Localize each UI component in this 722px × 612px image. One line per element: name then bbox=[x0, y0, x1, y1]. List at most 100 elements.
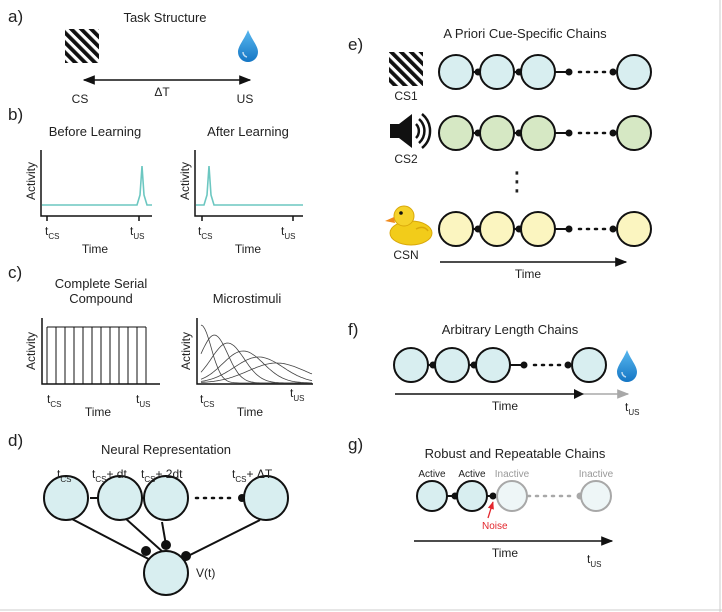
panel-label-d: d) bbox=[8, 431, 23, 450]
panel-a: a) Task Structure CS ΔT US bbox=[8, 7, 258, 106]
panel-d: d) Neural Representation tCS tCS+ dt tCS… bbox=[8, 431, 289, 596]
active-node-1 bbox=[416, 480, 448, 512]
microstimulus-curve bbox=[200, 334, 312, 384]
neuron-t-cs-delta bbox=[243, 475, 289, 521]
arbitrary-chain bbox=[393, 347, 607, 383]
chain-node bbox=[479, 211, 515, 247]
microstimulus-curve bbox=[200, 356, 313, 382]
water-drop-icon bbox=[617, 350, 637, 382]
after-ylabel: Activity bbox=[178, 162, 192, 200]
csn-chain bbox=[438, 211, 652, 247]
chain-node bbox=[438, 115, 474, 151]
striped-grating-icon bbox=[65, 29, 99, 63]
before-t-us: tUS bbox=[130, 224, 144, 241]
cs1-chain bbox=[438, 54, 652, 90]
chain-node bbox=[520, 211, 556, 247]
time-label-g: Time bbox=[492, 546, 519, 560]
after-xlabel: Time bbox=[235, 242, 262, 256]
panel-g: g) Robust and Repeatable Chains Active A… bbox=[348, 435, 614, 569]
t-us-label-g: tUS bbox=[587, 552, 601, 569]
neuron-t-cs-dt bbox=[97, 475, 143, 521]
chain-node bbox=[616, 115, 652, 151]
neuron-t-cs bbox=[43, 475, 89, 521]
panel-f: f) Arbitrary Length Chains Time tUS bbox=[348, 320, 639, 417]
chain-node bbox=[393, 347, 429, 383]
us-label: US bbox=[237, 92, 254, 106]
after-learning-title: After Learning bbox=[207, 124, 289, 139]
before-t-cs: tCS bbox=[45, 224, 59, 241]
label-t-cs: tCS bbox=[57, 467, 71, 484]
microstimuli-curves bbox=[200, 324, 313, 384]
inactive-node-1 bbox=[496, 480, 528, 512]
chain-node bbox=[616, 54, 652, 90]
label-t-cs-delta: tCS+ ΔT bbox=[232, 467, 273, 484]
csc-xlabel: Time bbox=[85, 405, 112, 419]
cs-label: CS bbox=[72, 92, 89, 106]
active-node-2 bbox=[456, 480, 488, 512]
csc-t-us: tUS bbox=[136, 392, 150, 409]
panel-label-f: f) bbox=[348, 320, 358, 339]
noise-label: Noise bbox=[482, 521, 508, 532]
chain-node bbox=[475, 347, 511, 383]
inactive-label-1: Inactive bbox=[495, 469, 530, 480]
before-ylabel: Activity bbox=[24, 162, 38, 200]
microstimulus-curve bbox=[200, 362, 313, 383]
striped-grating-icon bbox=[389, 52, 423, 86]
label-t-cs-dt: tCS+ dt bbox=[92, 467, 127, 484]
inactive-node-2 bbox=[580, 480, 612, 512]
before-learning-title: Before Learning bbox=[49, 124, 142, 139]
csc-title-line1: Complete Serial bbox=[55, 276, 148, 291]
panel-a-title: Task Structure bbox=[123, 10, 206, 25]
csn-label: CSN bbox=[393, 248, 418, 262]
cs2-label: CS2 bbox=[394, 152, 418, 166]
cue-specific-chains-title: A Priori Cue-Specific Chains bbox=[443, 26, 607, 41]
micro-axes bbox=[196, 318, 313, 385]
panel-label-c: c) bbox=[8, 263, 22, 282]
noise-arrow bbox=[487, 501, 494, 519]
panel-e: e) A Priori Cue-Specific Chains CS1 CS2 … bbox=[348, 26, 652, 281]
micro-t-us: tUS bbox=[290, 386, 304, 403]
after-t-us: tUS bbox=[281, 224, 295, 241]
chain-node bbox=[434, 347, 470, 383]
active-label-1: Active bbox=[418, 469, 446, 480]
water-drop-icon bbox=[238, 30, 258, 62]
time-label-f: Time bbox=[492, 399, 519, 413]
speaker-icon bbox=[390, 113, 432, 149]
chain-node bbox=[520, 115, 556, 151]
inactive-label-2: Inactive bbox=[579, 469, 614, 480]
micro-t-cs: tCS bbox=[200, 392, 214, 409]
arbitrary-length-title: Arbitrary Length Chains bbox=[442, 322, 579, 337]
microstimuli-title: Microstimuli bbox=[213, 291, 282, 306]
time-label-e: Time bbox=[515, 267, 542, 281]
chain-node bbox=[616, 211, 652, 247]
delta-t-label: ΔT bbox=[154, 85, 170, 99]
neuron-t-cs-2dt bbox=[143, 475, 189, 521]
micro-ylabel: Activity bbox=[179, 332, 193, 370]
label-t-cs-2dt: tCS+ 2dt bbox=[141, 467, 183, 484]
cs1-label: CS1 bbox=[394, 89, 418, 103]
vertical-ellipsis: ⋮ bbox=[504, 166, 530, 196]
before-axes bbox=[40, 150, 152, 217]
cs2-chain bbox=[438, 115, 652, 151]
chain-node bbox=[479, 54, 515, 90]
panel-label-g: g) bbox=[348, 435, 363, 454]
chain-node bbox=[571, 347, 607, 383]
robust-chains-title: Robust and Repeatable Chains bbox=[425, 446, 606, 461]
chain-node bbox=[520, 54, 556, 90]
value-neuron bbox=[143, 550, 189, 596]
chain-node bbox=[438, 54, 474, 90]
panel-label-a: a) bbox=[8, 7, 23, 26]
label-value: V(t) bbox=[196, 566, 215, 580]
chain-node bbox=[479, 115, 515, 151]
active-label-2: Active bbox=[458, 469, 486, 480]
t-us-label-f: tUS bbox=[625, 400, 639, 417]
panel-b: b) Before Learning After Learning Activi… bbox=[8, 105, 303, 256]
neural-representation-title: Neural Representation bbox=[101, 442, 231, 457]
microstimulus-curve bbox=[200, 342, 312, 384]
panel-c: c) Complete Serial Compound Microstimuli… bbox=[8, 263, 313, 419]
panel-label-b: b) bbox=[8, 105, 23, 124]
csc-title-line2: Compound bbox=[69, 291, 133, 306]
before-xlabel: Time bbox=[82, 242, 109, 256]
rubber-duck-icon bbox=[385, 205, 433, 246]
